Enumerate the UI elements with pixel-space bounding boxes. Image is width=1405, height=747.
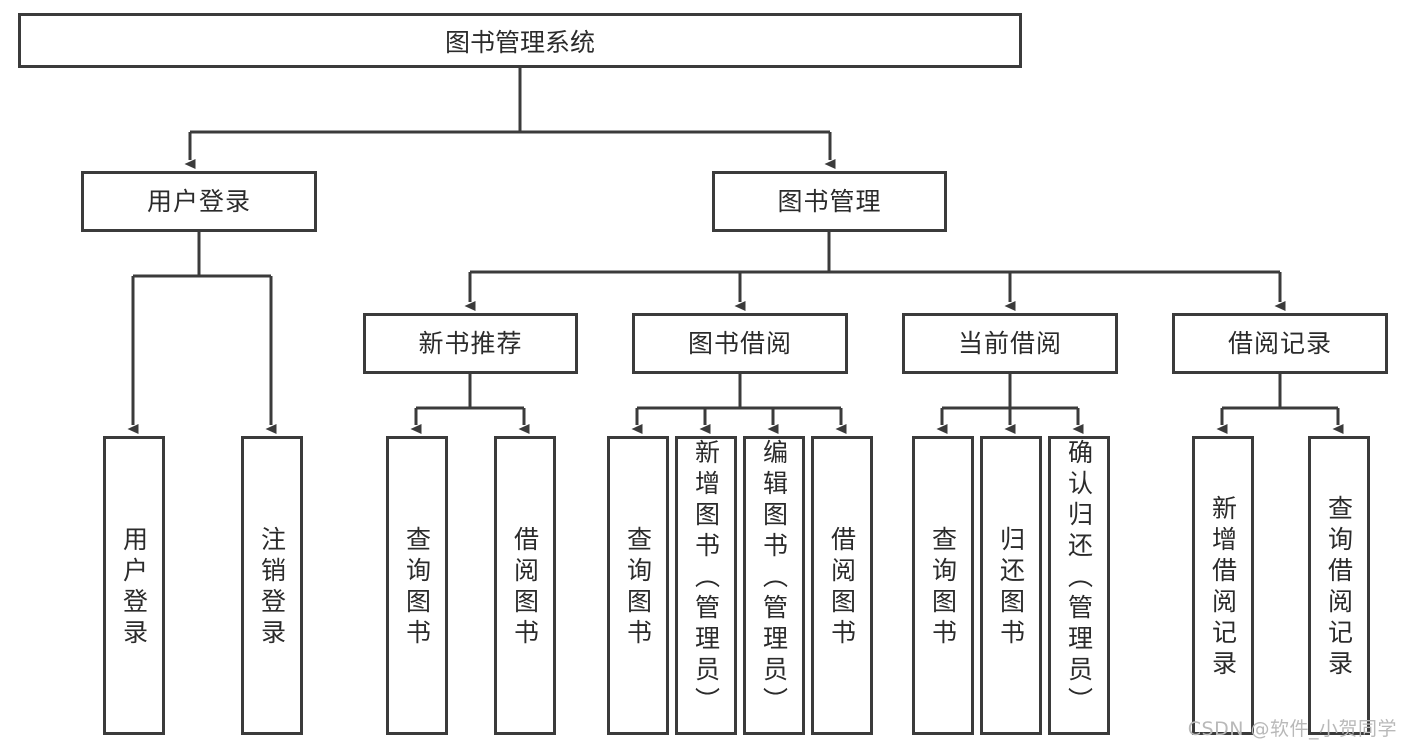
leaf-borrow-add-book[interactable]: 新增图书（管理员） xyxy=(675,436,737,735)
leaf-record-query-record[interactable]: 查询借阅记录 xyxy=(1308,436,1370,735)
leaf-label: 新增借阅记录 xyxy=(1208,494,1238,681)
leaf-label: 编辑图书（管理员） xyxy=(759,439,789,718)
node-user-login[interactable]: 用户登录 xyxy=(81,171,317,232)
leaf-current-query-book[interactable]: 查询图书 xyxy=(912,436,974,735)
node-book-management[interactable]: 图书管理 xyxy=(712,171,947,232)
node-root-system[interactable]: 图书管理系统 xyxy=(18,13,1022,68)
leaf-borrow-query-book[interactable]: 查询图书 xyxy=(607,436,669,735)
leaf-borrow-edit-book[interactable]: 编辑图书（管理员） xyxy=(743,436,805,735)
leaf-current-confirm-return[interactable]: 确认归还（管理员） xyxy=(1048,436,1110,735)
leaf-borrow-borrow-book[interactable]: 借阅图书 xyxy=(811,436,873,735)
leaf-recommend-query-book[interactable]: 查询图书 xyxy=(386,436,448,735)
leaf-label: 注销登录 xyxy=(257,525,287,650)
leaf-label: 确认归还（管理员） xyxy=(1064,439,1094,718)
leaf-label: 新增图书（管理员） xyxy=(691,439,721,718)
node-new-book-recommend[interactable]: 新书推荐 xyxy=(363,313,578,374)
leaf-user-login-login[interactable]: 用户登录 xyxy=(103,436,165,735)
leaf-label: 查询借阅记录 xyxy=(1324,494,1354,681)
leaf-label: 查询图书 xyxy=(623,525,653,650)
leaf-recommend-borrow-book[interactable]: 借阅图书 xyxy=(494,436,556,735)
leaf-record-add-record[interactable]: 新增借阅记录 xyxy=(1192,436,1254,735)
leaf-label: 查询图书 xyxy=(928,525,958,650)
leaf-label: 查询图书 xyxy=(402,525,432,650)
leaf-label: 归还图书 xyxy=(996,525,1026,650)
leaf-label: 用户登录 xyxy=(119,525,149,650)
csdn-watermark: CSDN @软件_小贺同学 xyxy=(1187,718,1397,740)
node-current-borrow[interactable]: 当前借阅 xyxy=(902,313,1118,374)
leaf-label: 借阅图书 xyxy=(510,525,540,650)
leaf-current-return-book[interactable]: 归还图书 xyxy=(980,436,1042,735)
node-book-borrow[interactable]: 图书借阅 xyxy=(632,313,848,374)
leaf-user-login-logout[interactable]: 注销登录 xyxy=(241,436,303,735)
node-borrow-record[interactable]: 借阅记录 xyxy=(1172,313,1388,374)
leaf-label: 借阅图书 xyxy=(827,525,857,650)
